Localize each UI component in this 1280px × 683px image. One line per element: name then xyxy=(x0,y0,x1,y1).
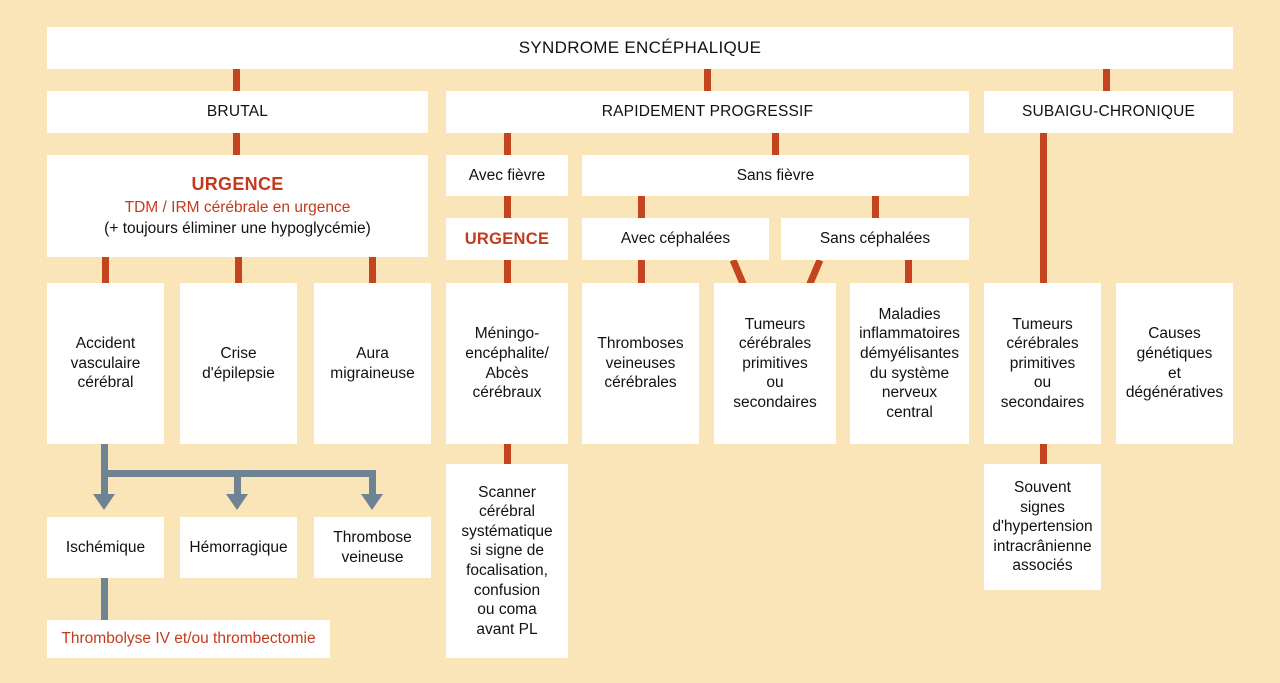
branch-brutal-label: BRUTAL xyxy=(206,103,269,121)
avec-cephalees-label: Avec céphalées xyxy=(620,230,731,248)
urgence-heading: URGENCE xyxy=(191,174,284,195)
branch-subaigu-label: SUBAIGU-CHRONIQUE xyxy=(1021,103,1196,121)
connector-urgence-to-meningo xyxy=(504,260,511,284)
connector-urgence-to-avc xyxy=(102,256,109,284)
avc-type-hemorragique[interactable]: Hémorragique xyxy=(180,517,297,578)
urgence-imaging-line: TDM / IRM cérébrale en urgence xyxy=(124,198,351,216)
connector-sansfievre-to-sans-cephalees xyxy=(872,196,879,218)
title-text: SYNDROME ENCÉPHALIQUE xyxy=(518,38,762,58)
connector-subaigu-to-tumeurs xyxy=(1040,130,1047,284)
avc-drop-ischemique xyxy=(101,470,108,498)
page-title: SYNDROME ENCÉPHALIQUE xyxy=(47,27,1233,69)
connector-brutal-to-urgence xyxy=(233,130,240,158)
fievre-urgence[interactable]: URGENCE xyxy=(446,218,568,260)
avc-type-hemorragique-label: Hémorragique xyxy=(189,538,288,556)
connector-cephalees-to-thromboses xyxy=(638,260,645,284)
connector-rapide-to-sans-fievre xyxy=(772,130,779,158)
avec-fievre-label: Avec fièvre xyxy=(468,166,546,184)
connector-urgence-to-aura xyxy=(369,256,376,284)
avc-treatment-box[interactable]: Thrombolyse IV et/ou thrombectomie xyxy=(47,620,330,658)
connector-cephalees-to-maladies xyxy=(905,260,912,284)
branch-rapide[interactable]: RAPIDEMENT PROGRESSIF xyxy=(446,91,969,133)
avc-treatment-label: Thrombolyse IV et/ou thrombectomie xyxy=(61,630,316,648)
urgence-panel: URGENCE TDM / IRM cérébrale en urgence (… xyxy=(47,155,428,257)
connector-meningo-to-scanner xyxy=(504,440,511,464)
sans-cephalees[interactable]: Sans céphalées xyxy=(781,218,969,260)
avc-drop-hemorragique xyxy=(234,470,241,498)
connector-ischemique-to-thrombolyse xyxy=(101,578,108,620)
connector-title-to-subaigu xyxy=(1103,66,1110,94)
branch-subaigu[interactable]: SUBAIGU-CHRONIQUE xyxy=(984,91,1233,133)
fievre-urgence-label: URGENCE xyxy=(464,229,550,248)
connector-fievre-to-urgence xyxy=(504,196,511,218)
avc-bus-stem xyxy=(101,443,108,477)
connector-title-to-brutal xyxy=(233,66,240,94)
arrow-head-thrombose xyxy=(361,494,383,510)
connector-title-to-rapide xyxy=(704,66,711,94)
urgence-hypoglycemia-note: (+ toujours éliminer une hypoglycémie) xyxy=(104,220,371,238)
connector-urgence-to-epilepsie xyxy=(235,256,242,284)
branch-rapide-label: RAPIDEMENT PROGRESSIF xyxy=(601,103,814,121)
avc-type-ischemique[interactable]: Ischémique xyxy=(47,517,164,578)
sans-fievre-label: Sans fièvre xyxy=(736,166,815,184)
arrow-head-ischemique xyxy=(93,494,115,510)
avec-fievre[interactable]: Avec fièvre xyxy=(446,155,568,196)
connector-tumeurs-to-hypertension xyxy=(1040,440,1047,464)
sans-cephalees-label: Sans céphalées xyxy=(819,230,931,248)
avec-cephalees[interactable]: Avec céphalées xyxy=(582,218,769,260)
sans-fievre[interactable]: Sans fièvre xyxy=(582,155,969,196)
avc-type-ischemique-label: Ischémique xyxy=(65,538,146,556)
arrow-head-hemorragique xyxy=(226,494,248,510)
branch-brutal[interactable]: BRUTAL xyxy=(47,91,428,133)
connector-rapide-to-avec-fievre xyxy=(504,130,511,158)
connector-sansfievre-to-avec-cephalees xyxy=(638,196,645,218)
avc-drop-thrombose xyxy=(369,470,376,498)
